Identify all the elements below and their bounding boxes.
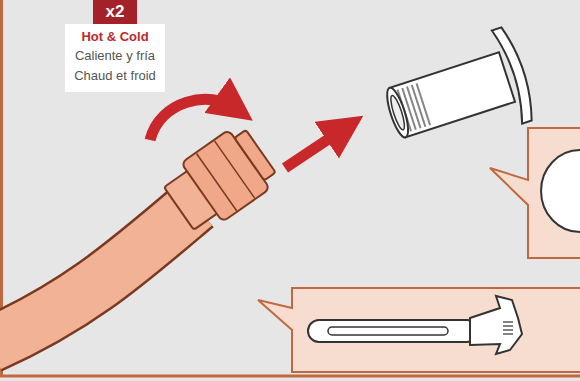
hose <box>0 205 195 345</box>
callout-box <box>490 128 580 258</box>
wrench-icon <box>308 296 522 354</box>
callout-box <box>258 288 580 372</box>
quantity-label: x2 <box>101 2 129 22</box>
label-box: Hot & ColdCaliente y fríaChaud et froid <box>65 24 165 92</box>
wall-pipe <box>376 25 539 161</box>
heading-text: Hot & Cold <box>73 28 157 46</box>
translation-text: Caliente y fría <box>73 46 157 66</box>
detail-circle <box>541 150 580 232</box>
count-tab: x2 <box>93 0 137 24</box>
translation-text: Chaud et froid <box>73 66 157 86</box>
coupling-nut <box>158 122 281 238</box>
push-arrow <box>285 128 345 168</box>
turn-arrow <box>150 99 235 140</box>
